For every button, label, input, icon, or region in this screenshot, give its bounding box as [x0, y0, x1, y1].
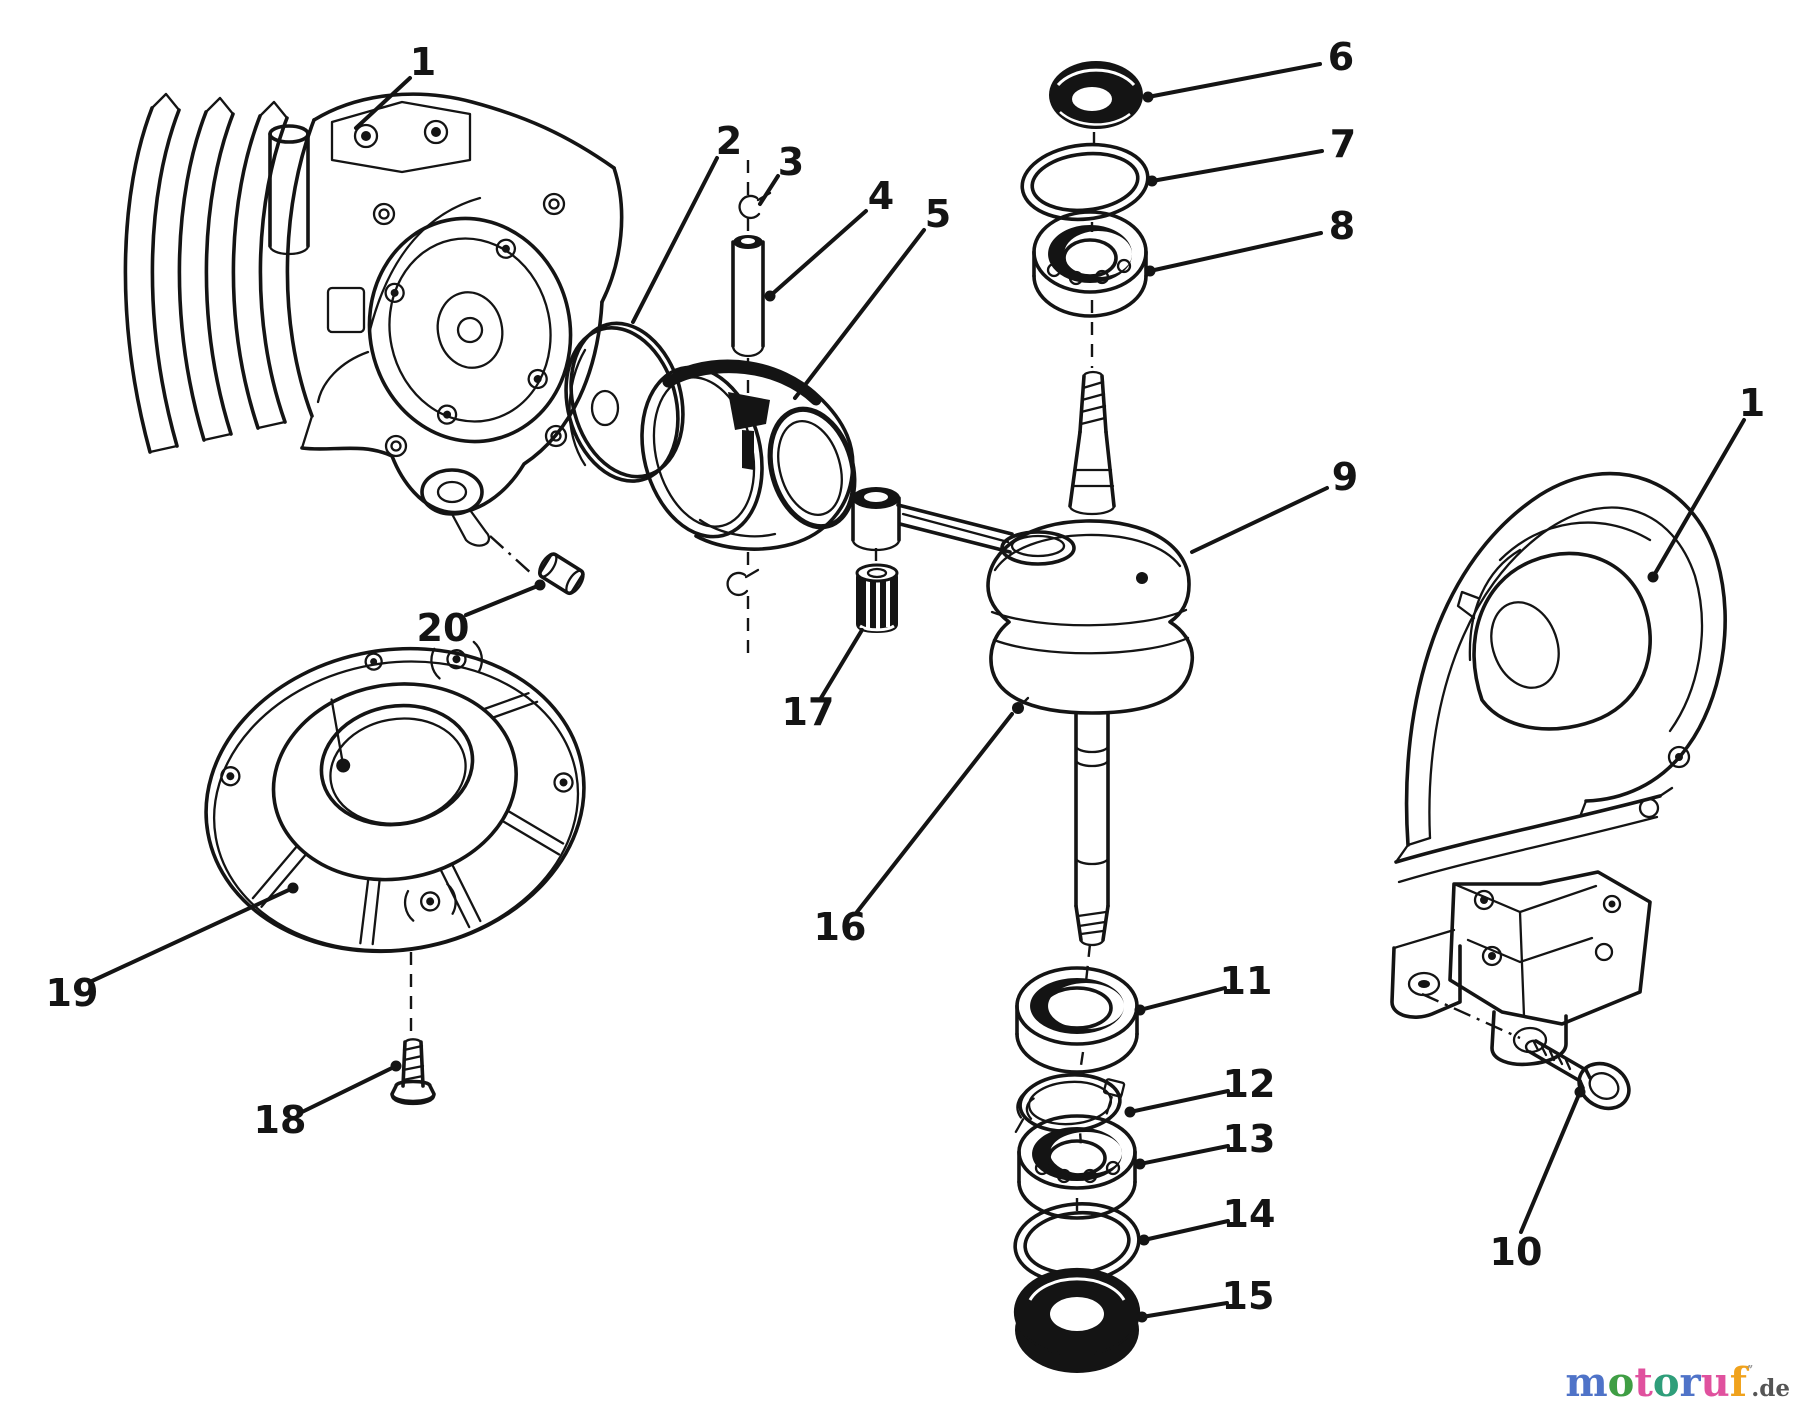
callout-label-15-15: 15 — [1222, 1274, 1275, 1318]
callout-leader-dot-12-12 — [1124, 1106, 1136, 1118]
callout-label-3-2: 3 — [778, 140, 804, 184]
callout-label-9-8: 9 — [1332, 455, 1358, 499]
callout-label-5-4: 5 — [925, 192, 951, 236]
housing-bracket-assembly-drawing — [1390, 471, 1727, 1067]
dowel-pin-20-drawing — [489, 535, 585, 596]
screw-18-drawing — [390, 952, 436, 1106]
callout-leader-dot-13-13 — [1134, 1158, 1146, 1170]
callout-label-18-18: 18 — [254, 1098, 307, 1142]
callout-leader-line-13-13 — [1138, 1144, 1230, 1166]
callout-leader-line-8-7 — [1148, 231, 1323, 273]
callout-leader-dot-11-11 — [1134, 1004, 1146, 1016]
callout-label-20-20: 20 — [417, 606, 470, 650]
watermark-domain-suffix: .de — [1751, 1375, 1790, 1402]
callout-leader-line-1-9 — [1651, 418, 1746, 579]
callout-leader-line-10-10 — [1519, 1090, 1582, 1234]
callout-leader-dot-8-7 — [1144, 265, 1156, 277]
callout-label-12-12: 12 — [1223, 1062, 1276, 1106]
watermark-letter: t — [1634, 1359, 1653, 1406]
callout-label-19-19: 19 — [46, 971, 99, 1015]
oil-seal-15-drawing — [1013, 1267, 1141, 1373]
callout-leader-dot-10-10 — [1574, 1086, 1586, 1098]
callout-label-14-14: 14 — [1223, 1192, 1276, 1236]
watermark-logo: motoruf’’.de — [1565, 1363, 1790, 1403]
callout-leader-dot-15-15 — [1136, 1311, 1148, 1323]
callout-leader-line-12-12 — [1128, 1089, 1230, 1114]
needle-bearing-drawing — [855, 563, 899, 633]
watermark-letter: o — [1607, 1359, 1635, 1406]
callout-label-2-1: 2 — [716, 119, 742, 163]
watermark-letter: m — [1565, 1359, 1608, 1406]
watermark-tm-mark: ’’ — [1746, 1363, 1754, 1377]
callout-leader-line-17-17 — [819, 628, 864, 700]
cylinder-crankcase-assembly-drawing — [123, 92, 624, 547]
callout-leader-dot-20-20 — [534, 579, 546, 591]
flange-bolt-drawing — [1421, 992, 1631, 1111]
callout-leader-dot-19-19 — [287, 882, 299, 894]
callout-leader-line-16-16 — [855, 712, 1014, 914]
callout-leader-line-5-4 — [793, 228, 926, 400]
callout-leader-dot-14-14 — [1138, 1234, 1150, 1246]
callout-leader-line-9-8 — [1190, 486, 1329, 554]
callout-leader-line-6-5 — [1146, 62, 1322, 99]
callout-label-10-10: 10 — [1490, 1230, 1543, 1274]
ball-bearing-top-drawing — [1032, 210, 1148, 368]
callout-label-16-16: 16 — [814, 905, 867, 949]
watermark-word: motoruf — [1565, 1359, 1747, 1406]
retaining-ring-drawing — [1020, 142, 1150, 222]
callout-label-17-17: 17 — [782, 690, 835, 734]
callout-leader-line-1-0 — [354, 76, 412, 130]
watermark-letter: u — [1700, 1359, 1730, 1406]
piston-drawing — [640, 359, 857, 551]
wrist-pin-drawing — [731, 235, 765, 358]
crankshaft-drawing — [851, 370, 1195, 983]
spacer-collar-11-drawing — [1015, 966, 1139, 1074]
watermark-letter: r — [1679, 1359, 1701, 1406]
callout-leader-dot-6-5 — [1142, 91, 1154, 103]
callout-leader-line-3-2 — [758, 174, 780, 206]
ball-bearing-13-drawing — [1017, 1114, 1137, 1220]
dowel-pin-16-drawing — [1012, 696, 1030, 714]
callout-leader-line-19-19 — [90, 886, 295, 983]
callout-leader-dot-4-3 — [764, 290, 776, 302]
callout-leader-line-4-3 — [768, 209, 868, 298]
oil-seal-top-drawing — [1049, 61, 1143, 146]
callout-leader-line-2-1 — [631, 156, 719, 324]
callout-leader-line-20-20 — [464, 583, 542, 617]
callout-label-4-3: 4 — [868, 174, 894, 218]
callout-label-7-6: 7 — [1330, 122, 1356, 166]
callout-leader-dot-7-6 — [1146, 175, 1158, 187]
callout-leader-line-14-14 — [1142, 1219, 1230, 1242]
callout-label-8-7: 8 — [1329, 204, 1355, 248]
callout-label-11-11: 11 — [1220, 959, 1273, 1003]
callout-leader-line-11-11 — [1138, 986, 1227, 1012]
watermark-letter: o — [1652, 1359, 1680, 1406]
callout-leader-dot-18-18 — [390, 1060, 402, 1072]
mounting-plate-drawing — [204, 640, 586, 954]
callout-leader-line-18-18 — [300, 1064, 398, 1114]
watermark-letter: f — [1729, 1359, 1747, 1406]
callout-leader-line-7-6 — [1150, 149, 1324, 183]
callout-label-1-9: 1 — [1739, 381, 1765, 425]
callout-leader-line-15-15 — [1140, 1301, 1229, 1319]
callout-leader-dot-1-9 — [1647, 571, 1659, 583]
callout-label-13-13: 13 — [1223, 1117, 1276, 1161]
callout-label-1-0: 1 — [410, 40, 436, 84]
callout-label-6-5: 6 — [1328, 35, 1354, 79]
